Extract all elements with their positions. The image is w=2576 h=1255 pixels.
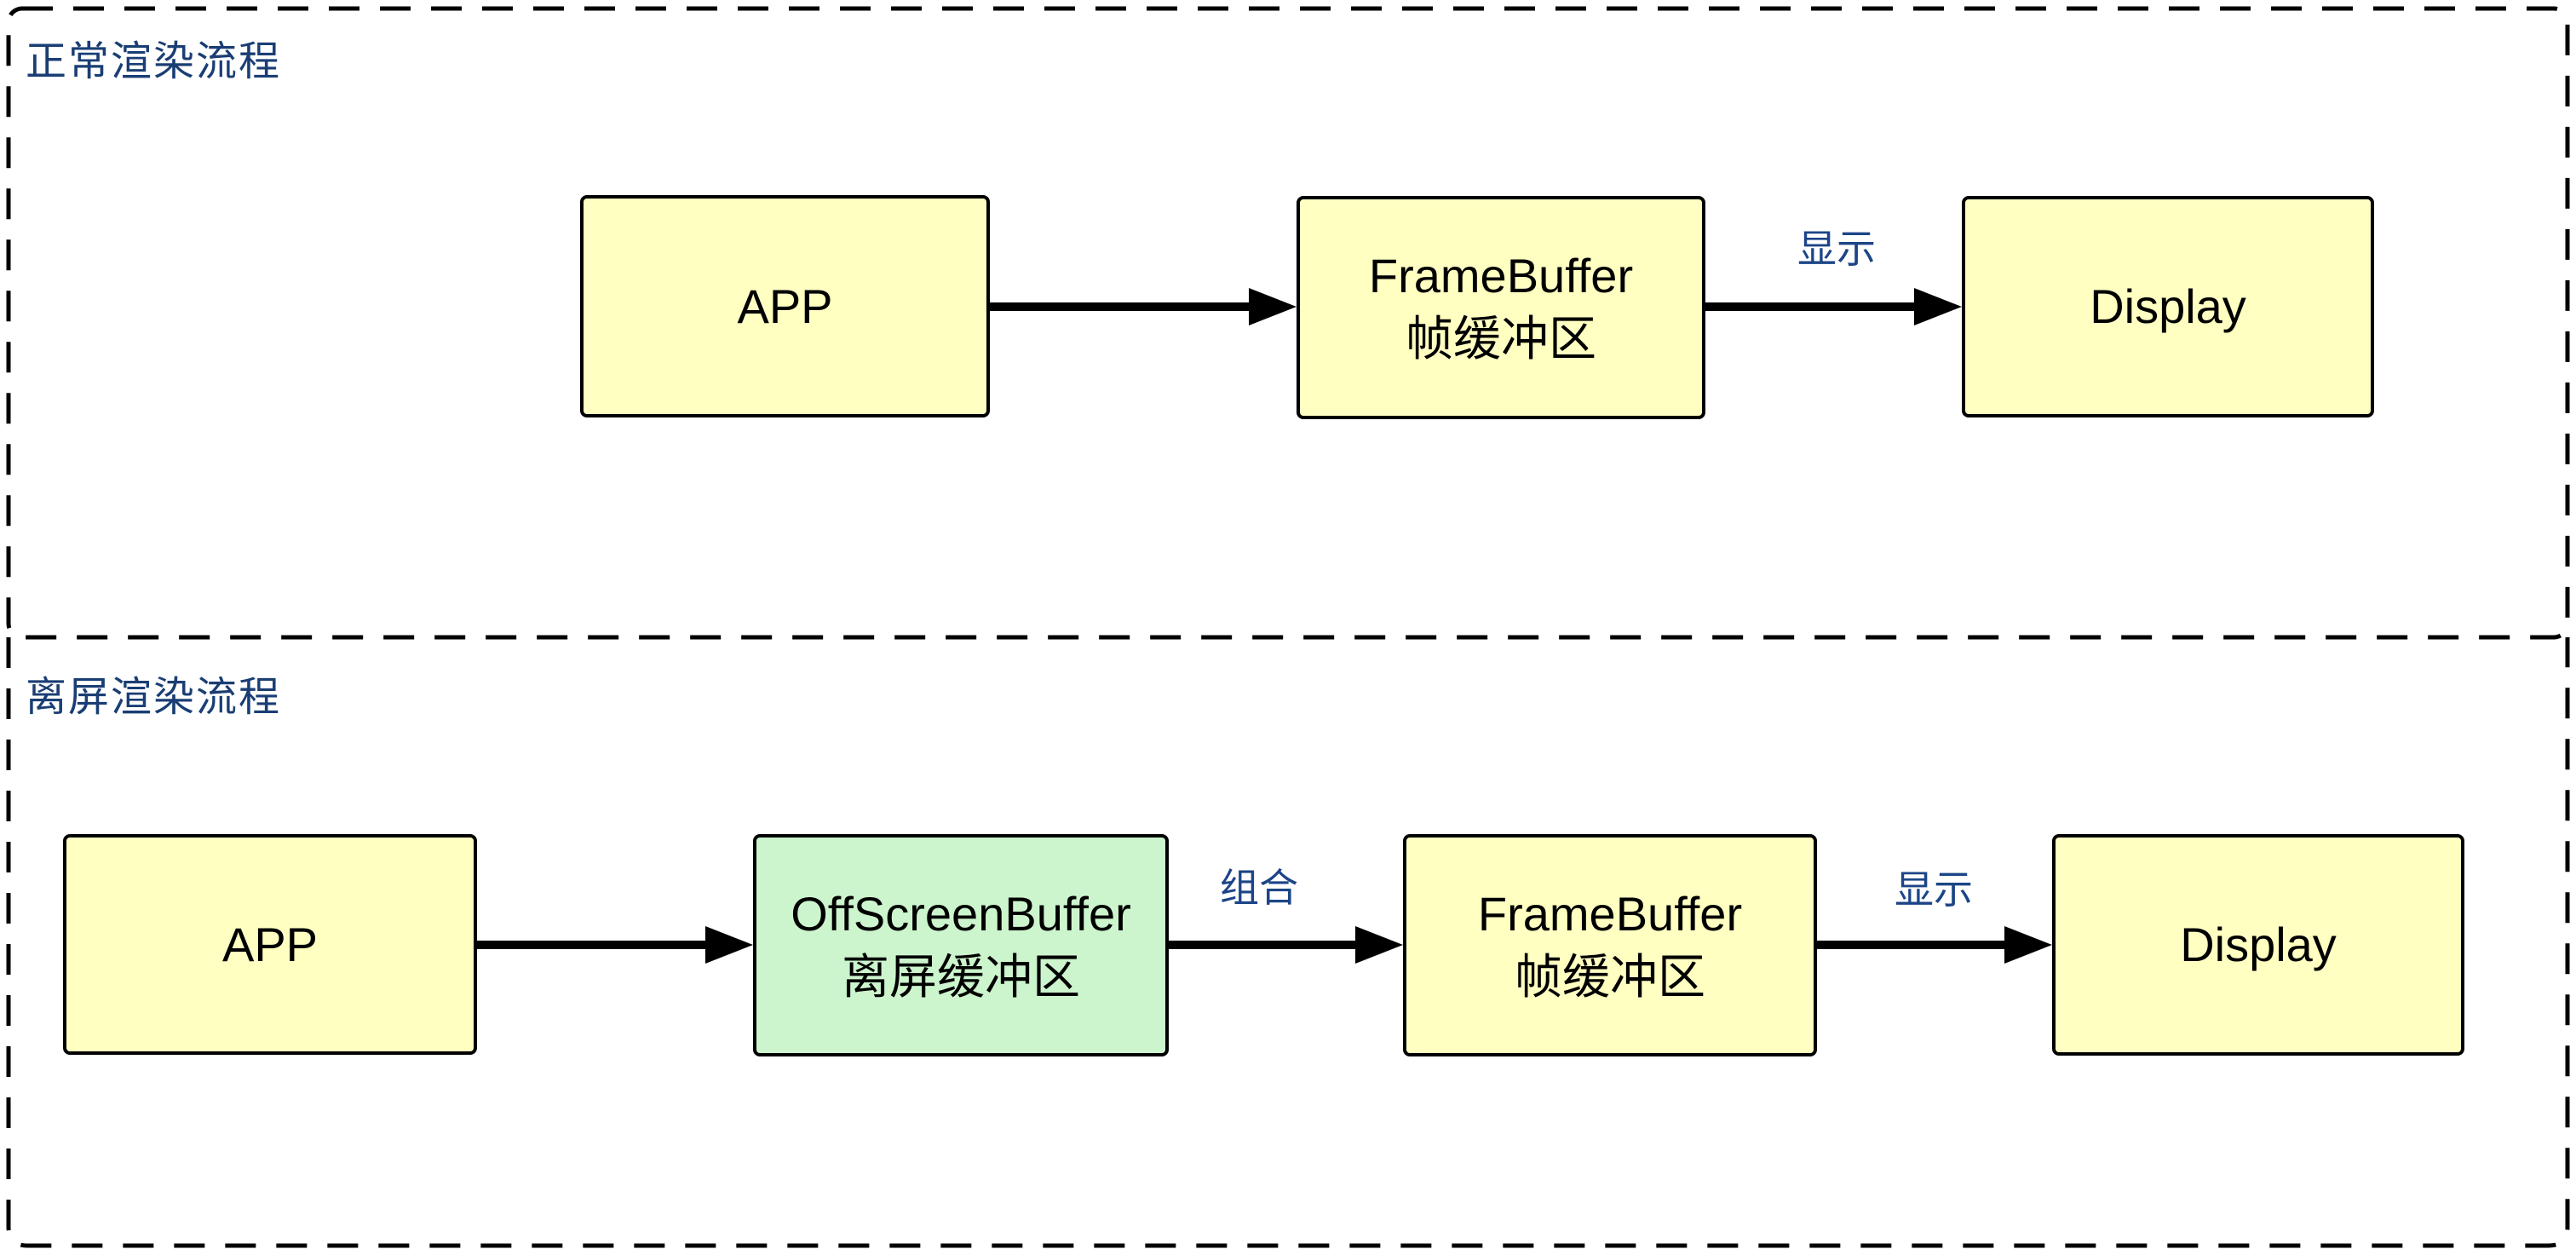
node-display-normal: Display bbox=[1962, 196, 2374, 417]
node-app-offscreen: APP bbox=[63, 834, 477, 1055]
node-display-offscreen: Display bbox=[2052, 834, 2464, 1056]
arrow-framebuffer-to-display-offscreen bbox=[1817, 926, 2052, 964]
node-framebuffer-offscreen: FrameBuffer 帧缓冲区 bbox=[1403, 834, 1817, 1056]
node-app-normal: APP bbox=[580, 195, 990, 417]
node-label-line1: APP bbox=[737, 279, 833, 333]
section-title-offscreen: 离屏渲染流程 bbox=[26, 675, 282, 720]
arrow-framebuffer-to-display-normal bbox=[1705, 288, 1962, 325]
node-label-line2: 帧缓冲区 bbox=[1515, 949, 1705, 1004]
arrow-offscreenbuffer-to-framebuffer bbox=[1169, 926, 1403, 964]
node-label-line2: 帧缓冲区 bbox=[1406, 312, 1596, 366]
section-title-normal: 正常渲染流程 bbox=[26, 39, 282, 84]
node-label-line1: OffScreenBuffer bbox=[791, 886, 1131, 941]
node-label-line1: Display bbox=[2090, 279, 2246, 334]
edge-label-compose: 组合 bbox=[1220, 866, 1298, 910]
edge-label-display-offscreen: 显示 bbox=[1895, 867, 1973, 912]
node-label-line1: FrameBuffer bbox=[1477, 886, 1743, 941]
node-offscreenbuffer: OffScreenBuffer 离屏缓冲区 bbox=[753, 834, 1169, 1056]
arrow-app-to-offscreenbuffer bbox=[477, 926, 753, 964]
edge-label-display-normal: 显示 bbox=[1797, 227, 1876, 271]
node-label-line2: 离屏缓冲区 bbox=[842, 949, 1080, 1004]
node-framebuffer-normal: FrameBuffer 帧缓冲区 bbox=[1297, 196, 1705, 419]
node-label-line1: Display bbox=[2180, 918, 2337, 972]
node-label-line1: FrameBuffer bbox=[1368, 249, 1634, 303]
arrow-app-to-framebuffer-normal bbox=[990, 288, 1297, 325]
node-label-line1: APP bbox=[221, 917, 319, 971]
